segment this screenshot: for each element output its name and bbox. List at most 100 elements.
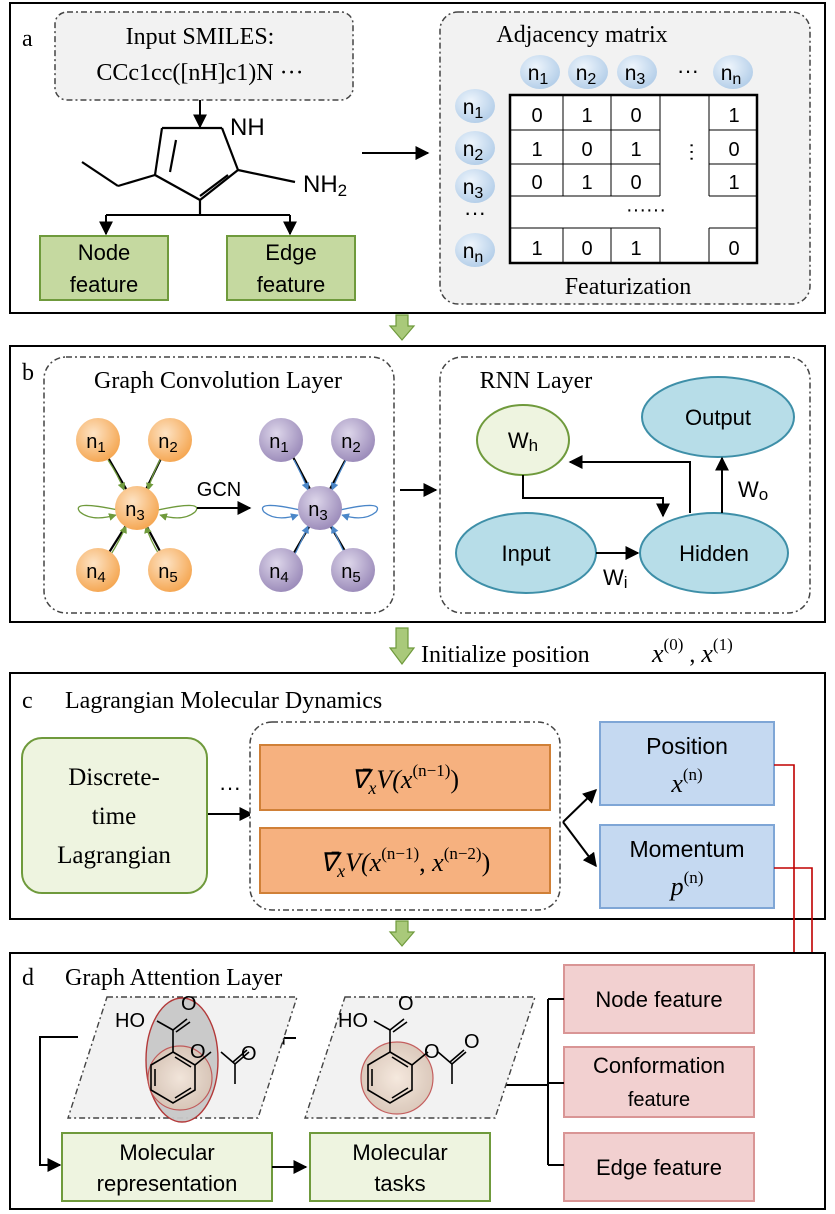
gcn-right-node-label-5: n5 [341,561,360,586]
gcn-right-node-1 [259,418,303,462]
attention-halo-1 [147,1045,213,1111]
gcn-left-node-label-5: n5 [158,561,177,586]
momentum-math: p(n) [669,868,704,901]
gcn-right-node-4 [259,548,303,592]
gradient-box-2 [259,827,551,894]
smiles-label: Input SMILES: [126,24,275,50]
molecular-representation-box [61,1132,273,1202]
conformation-line2: feature [628,1089,690,1111]
matrix-cell-r1-c4: 1 [728,105,739,127]
gcn-left-messages [77,459,198,557]
molecule-2-o2: O [424,1041,440,1063]
molecule-2-o3: O [464,1031,480,1053]
position-math: x(n) [670,765,702,798]
mol-tasks-line2: tasks [374,1171,425,1196]
matrix-vertical-dots: ··· [681,142,703,162]
node-feature-box [39,235,169,301]
rnn-hidden-node [639,512,789,594]
gcl-box [43,356,395,614]
row-ellipsis: ··· [464,200,486,225]
matrix-cell-r4-c4: 0 [728,238,739,260]
smiles-value: CCc1cc([nH]c1)N ··· [96,60,303,86]
gcn-left-node-label-4: n4 [86,561,105,586]
gradient-output-arrows [562,789,598,868]
molecule-1-o3: O [241,1043,257,1065]
atom-nh: NH [230,114,265,141]
rnn-wi-label: Wi [603,565,628,592]
rnn-input-label: Input [502,541,551,566]
matrix-cell-r3-c1: 0 [531,172,542,194]
panel-b-letter: b [22,360,34,386]
featurization-label: Featurization [565,274,692,300]
row-node-3 [455,169,495,203]
momentum-box [599,824,775,909]
node-feature-line2: feature [70,272,139,297]
discrete-line1: Discrete- [68,764,160,791]
edge-feature-box-d [563,1132,755,1202]
col-node-label-4: nn [721,62,742,88]
row-node-label-4: nn [463,240,484,266]
col-node-3 [617,55,657,89]
col-node-1 [520,55,560,89]
benzoic-structure-1 [150,1018,250,1104]
col-node-label-1: n1 [528,62,549,88]
lagrangian-dots: ··· [219,775,241,800]
rnn-hidden-label: Hidden [679,541,749,566]
matrix-cell-r1-c2: 1 [581,105,592,127]
molecule-1-ho: HO [115,1010,145,1032]
row-node-1 [455,89,495,123]
col-node-2 [568,55,608,89]
gcn-left-nodes: n1 n2 n3 n4 n5 [76,418,192,592]
matrix-cell-r2-c1: 1 [531,139,542,161]
feature-branch-lines [99,214,297,236]
matrix-middle-dots: ······ [626,199,666,221]
panel-c-title: Lagrangian Molecular Dynamics [65,688,382,714]
gcn-left-node-label-1: n1 [86,431,105,456]
gradient-box-1 [259,744,551,811]
node-feature-d-label: Node feature [595,987,722,1012]
gcn-left-node-label-2: n2 [158,431,177,456]
gcn-right-node-3 [298,486,342,530]
gcn-left-node-3 [115,486,159,530]
matrix-title: Adjacency matrix [496,22,667,48]
matrix-grid [510,95,757,263]
matrix-frame [508,93,759,265]
gcn-left-node-4 [76,548,120,592]
gcn-right-node-label-3: n3 [308,499,327,524]
matrix-cell-r1-c3: 0 [630,105,641,127]
panel-c-letter: c [22,688,33,714]
matrix-cell-r4-c1: 1 [531,238,542,260]
connector-a-b [388,314,416,341]
smiles-box [54,11,354,101]
matrix-cell-r3-c2: 1 [581,172,592,194]
discrete-line2: time [92,803,136,830]
gradient-expr-1: ∇̄xV(x(n−1)) [351,761,459,798]
panel-a-letter: a [22,26,33,52]
col-node-label-2: n2 [576,62,597,88]
rnn-output-label: Output [685,405,751,430]
molecule-2-ho: HO [338,1010,368,1032]
gcn-right-node-label-1: n1 [269,431,288,456]
rnn-wo-label: Wo [738,477,768,504]
mol-rep-line1: Molecular [119,1140,214,1165]
position-box [599,721,775,806]
gcn-left-node-1 [76,418,120,462]
rnn-wh-label: Wh [508,428,538,455]
gcn-right-node-2 [331,418,375,462]
discrete-lagrangian-box [21,737,208,894]
row-node-2 [455,131,495,165]
gradient-expr-2: ∇̄xV(x(n−1), x(n−2)) [320,844,491,881]
rnn-title: RNN Layer [480,368,593,394]
connector-c-d [388,920,416,947]
molecular-tasks-box [309,1132,491,1202]
molecule-1-o2: O [190,1041,206,1063]
momentum-label: Momentum [629,836,744,862]
conformation-feature-box [563,1046,755,1118]
edge-feature-line1: Edge [265,240,316,265]
gcn-left-node-label-3: n3 [125,499,144,524]
row-node-label-2: n2 [463,138,484,164]
